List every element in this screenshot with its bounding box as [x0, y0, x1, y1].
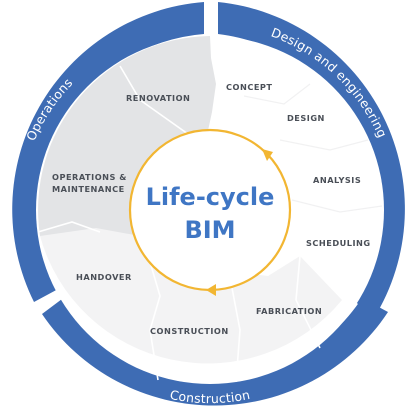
outer-ring: [12, 2, 405, 406]
phase-operations-line1: OPERATIONS &: [52, 172, 127, 182]
ring-label-construction: Construction: [169, 387, 252, 406]
cycle-arrow-bottom-icon: [206, 284, 216, 296]
phase-fabrication: FABRICATION: [256, 306, 322, 316]
design-divider-lines: [243, 83, 383, 213]
center-cycle: Life-cycle BIM: [128, 128, 292, 296]
phase-construction: CONSTRUCTION: [150, 326, 229, 336]
ring-segment-operations: [12, 2, 204, 302]
phase-handover: HANDOVER: [76, 272, 132, 282]
phase-operations-line2: MAINTENANCE: [52, 184, 125, 194]
ring-segment-construction: [42, 296, 388, 406]
ring-segment-design: [218, 2, 405, 318]
phase-design: DESIGN: [287, 113, 325, 123]
phase-labels: CONCEPT DESIGN ANALYSIS SCHEDULING FABRI…: [52, 82, 371, 336]
sector-divider-lines: [37, 65, 321, 383]
phase-scheduling: SCHEDULING: [306, 238, 371, 248]
phase-renovation: RENOVATION: [126, 93, 190, 103]
construction-sector: [40, 228, 342, 364]
phase-concept: CONCEPT: [226, 82, 273, 92]
phase-analysis: ANALYSIS: [313, 175, 361, 185]
cycle-arrow-right-icon: [262, 149, 273, 161]
center-title-line1: Life-cycle: [146, 183, 275, 211]
center-title-line2: BIM: [184, 216, 235, 244]
